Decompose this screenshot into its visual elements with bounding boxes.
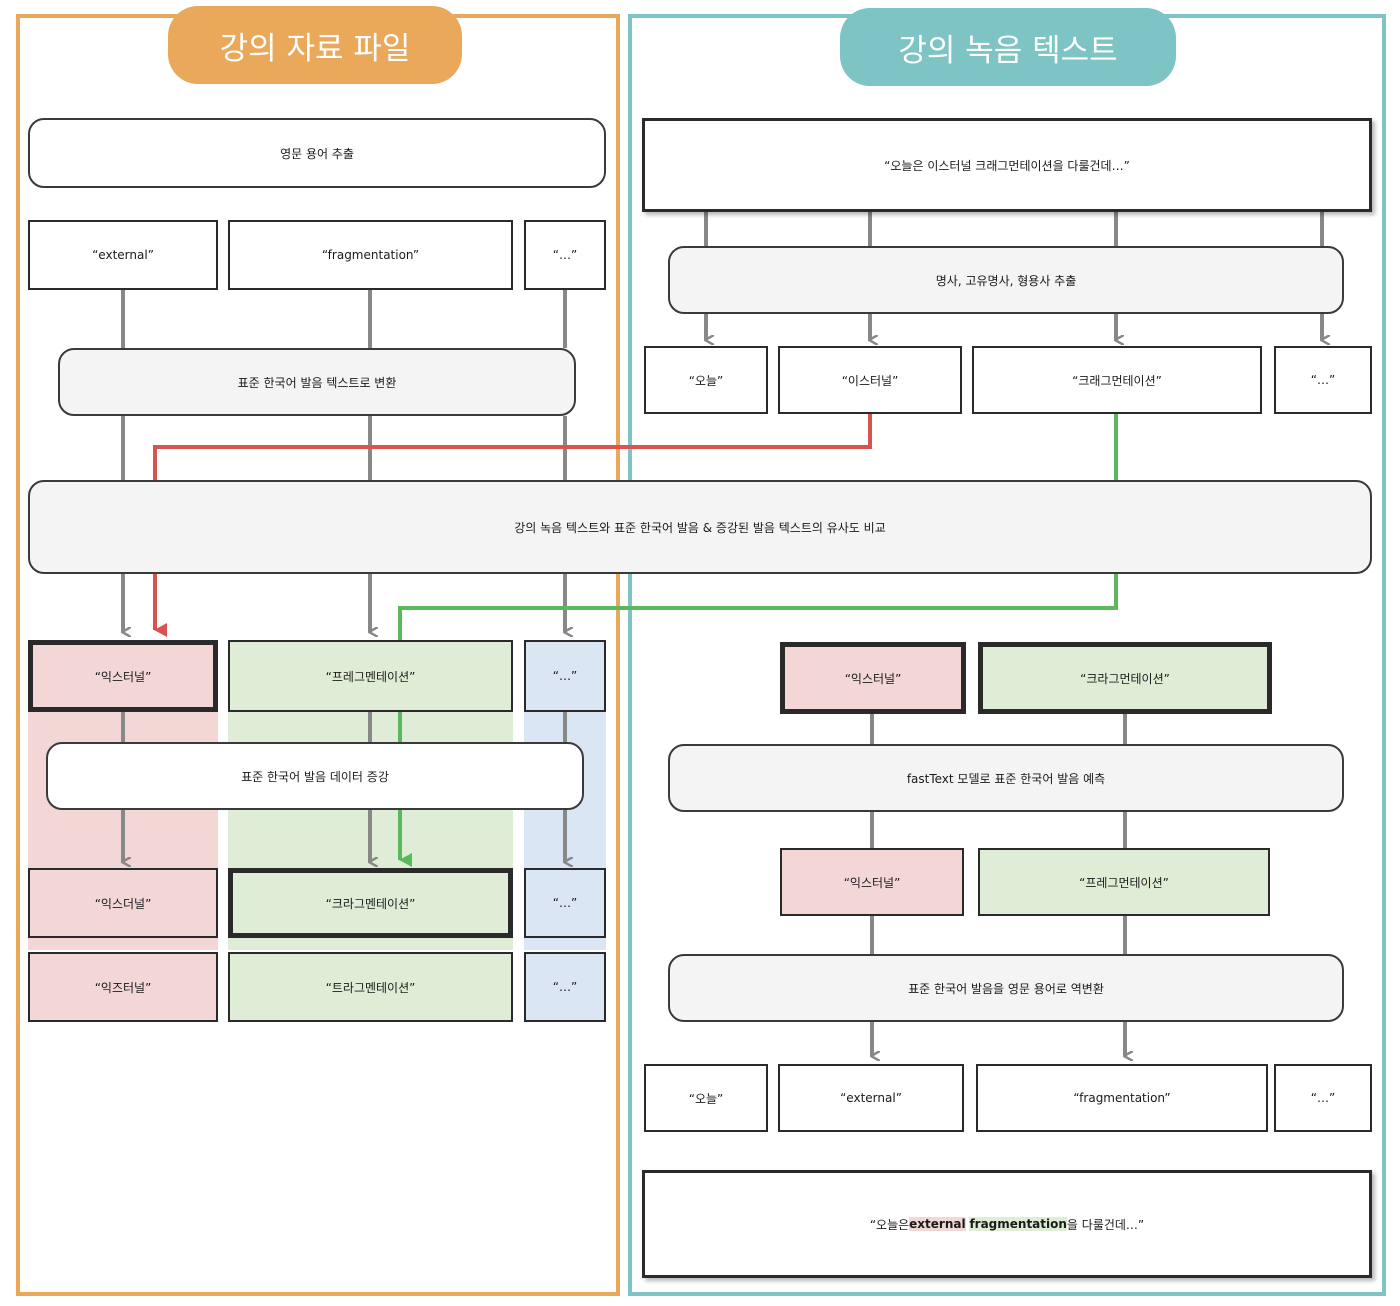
final-sentence-term-external: external bbox=[909, 1217, 966, 1231]
matched-keuragaeumeonteisyeon: “크라그먼테이션” bbox=[978, 642, 1272, 714]
aug-variant-2c: “…” bbox=[524, 952, 606, 1022]
pron-eksteonal: “익스터널” bbox=[28, 640, 218, 712]
final-sentence-prefix: “오늘은 bbox=[869, 1217, 910, 1232]
word-iseuteonal: “이스터널” bbox=[778, 346, 962, 414]
word-oneul: “오늘” bbox=[644, 346, 768, 414]
fasttext-predict-step: fastText 모델로 표준 한국어 발음 예측 bbox=[668, 744, 1344, 812]
final-word-external: “external” bbox=[778, 1064, 964, 1132]
term-fragmentation: “fragmentation” bbox=[228, 220, 513, 290]
aug-variant-2b: “트라그멘테이션” bbox=[228, 952, 513, 1022]
term-ellipsis: “…” bbox=[524, 220, 606, 290]
aug-variant-1a: “익스더널” bbox=[28, 868, 218, 938]
pronunciation-convert-step: 표준 한국어 발음 텍스트로 변환 bbox=[58, 348, 576, 416]
pron-ellipsis: “…” bbox=[524, 640, 606, 712]
matched-eksteonal: “익스터널” bbox=[780, 642, 966, 714]
english-term-extract-step: 영문 용어 추출 bbox=[28, 118, 606, 188]
lecture-material-title: 강의 자료 파일 bbox=[168, 6, 462, 84]
recording-sentence: “오늘은 이스터널 크래그먼테이션을 다룰건데…” bbox=[642, 118, 1372, 212]
aug-variant-1c: “…” bbox=[524, 868, 606, 938]
predicted-eksteonal: “익스터널” bbox=[780, 848, 964, 916]
final-word-fragmentation: “fragmentation” bbox=[976, 1064, 1268, 1132]
final-word-oneul: “오늘” bbox=[644, 1064, 768, 1132]
pos-extract-step: 명사, 고유명사, 형용사 추출 bbox=[668, 246, 1344, 314]
augmentation-step: 표준 한국어 발음 데이터 증강 bbox=[46, 742, 584, 810]
word-ellipsis: “…” bbox=[1274, 346, 1372, 414]
aug-variant-1b: “크라그멘테이션” bbox=[228, 868, 513, 938]
aug-variant-2a: “익즈터널” bbox=[28, 952, 218, 1022]
predicted-peuregeumeonteisyeon: “프레그먼테이션” bbox=[978, 848, 1270, 916]
word-keuraegeumeonteisyeon: “크래그먼테이션” bbox=[972, 346, 1262, 414]
final-word-ellipsis: “…” bbox=[1274, 1064, 1372, 1132]
pron-peuregeumenteisyeon: “프레그멘테이션” bbox=[228, 640, 513, 712]
final-sentence-suffix: 을 다룰건데…” bbox=[1066, 1217, 1145, 1232]
term-external: “external” bbox=[28, 220, 218, 290]
lecture-recording-title: 강의 녹음 텍스트 bbox=[840, 8, 1176, 86]
back-convert-step: 표준 한국어 발음을 영문 용어로 역변환 bbox=[668, 954, 1344, 1022]
final-sentence-term-fragmentation: fragmentation bbox=[969, 1217, 1067, 1231]
similarity-compare-step: 강의 녹음 텍스트와 표준 한국어 발음 & 증강된 발음 텍스트의 유사도 비… bbox=[28, 480, 1372, 574]
